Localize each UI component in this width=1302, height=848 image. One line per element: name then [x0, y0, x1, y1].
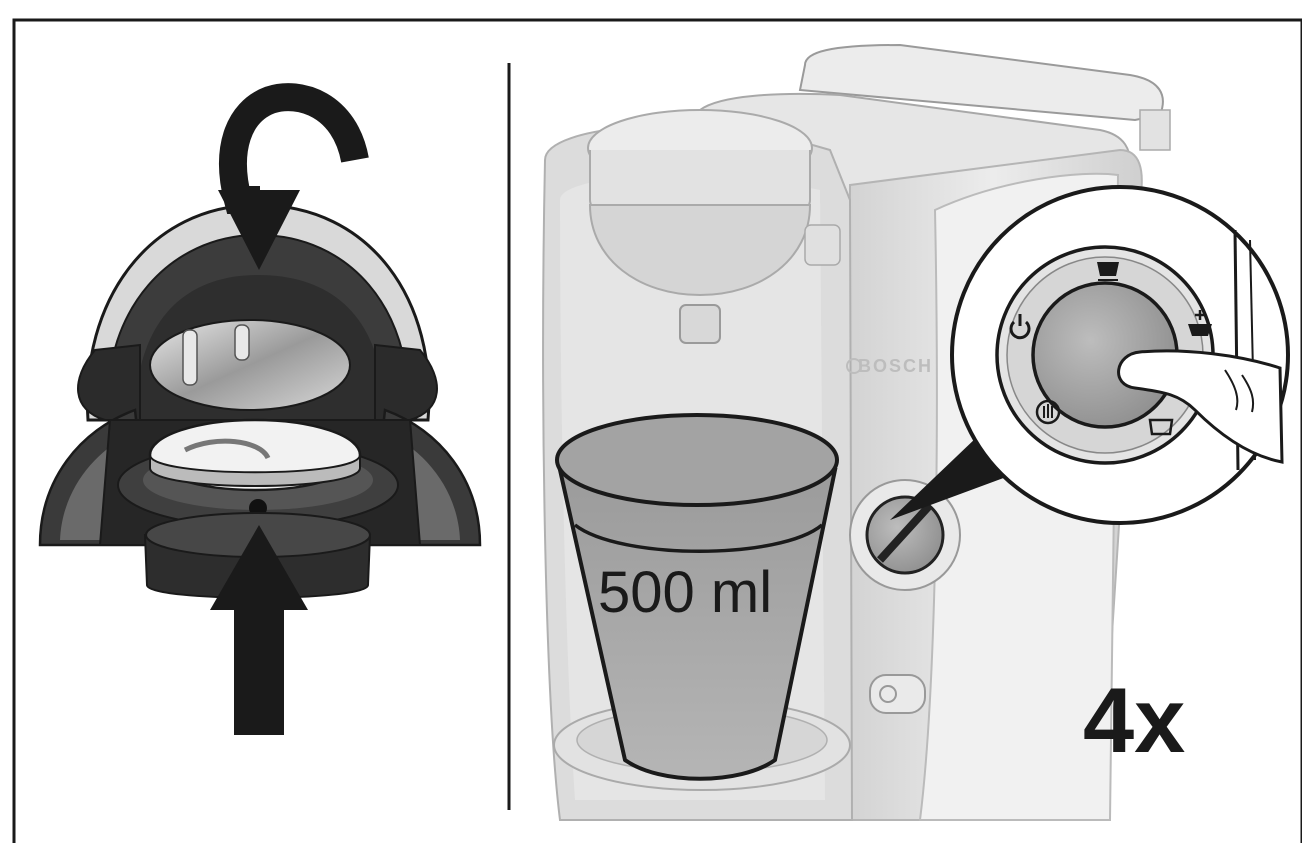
cup-volume-label: 500 ml: [598, 560, 772, 625]
control-panel-zoom: [952, 187, 1288, 523]
brand-label: BOSCH: [858, 356, 933, 376]
repeat-count-label: 4x: [1083, 670, 1185, 772]
curved-arrow-icon: [233, 97, 355, 200]
